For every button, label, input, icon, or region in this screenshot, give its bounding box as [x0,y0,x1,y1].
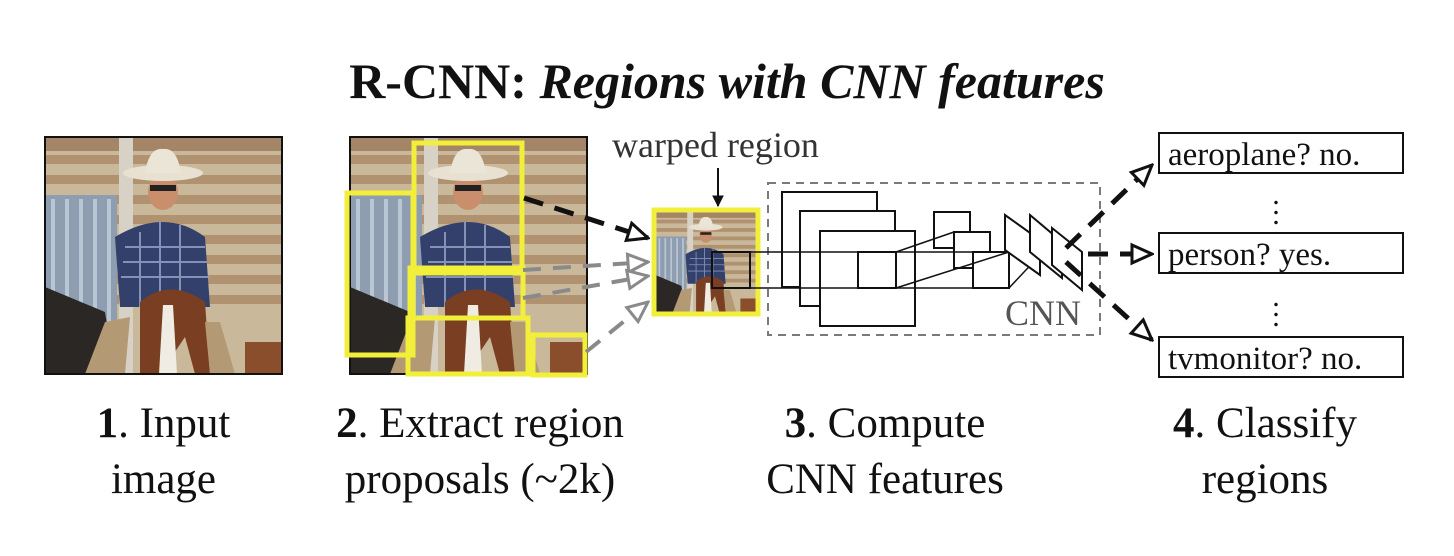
step-1-number: 1 [96,400,119,447]
warped-region [651,207,761,317]
ellipsis-dots-upper: ... [1272,178,1280,231]
title-italic: Regions with CNN features [539,53,1105,109]
warped-region-label: warped region [612,125,819,165]
proposal-boxes [344,140,588,378]
proposal-arrow-gray-2 [522,276,648,300]
step-3-line2: CNN features [766,456,1004,503]
proposal-arrow-gray-3 [584,302,648,354]
proposal-arrow-black [523,195,648,238]
proposals-image [349,136,588,375]
step-2-caption: 2. Extract region proposals (~2k) [300,396,660,508]
diagram-title: R-CNN: Regions with CNN features [0,52,1454,110]
step-4-number: 4 [1173,400,1195,447]
class-arrow-tvmonitor [1064,260,1152,340]
class-box-tvmonitor: tvmonitor? no. [1158,336,1404,378]
step-2-number: 2 [336,400,358,447]
step-1-line2: image [110,456,217,503]
step-2-line1: . Extract region [357,400,624,447]
step-3-caption: 3. Compute CNN features [735,396,1035,508]
step-1-caption: 1. Input image [45,396,282,508]
ellipsis-dots-lower: ... [1272,280,1280,333]
step-3-line1: . Compute [806,400,986,447]
input-image [44,136,283,375]
proposal-arrows [522,195,648,354]
step-2-line2: proposals (~2k) [344,456,616,503]
step-1-line1: . Input [118,400,231,447]
class-box-person: person? yes. [1158,232,1404,274]
step-4-line1: . Classify [1194,400,1357,447]
proposal-box-panel [344,190,416,358]
proposal-box-lower [405,315,531,377]
title-prefix: R-CNN: [349,53,540,109]
cnn-block [750,182,1101,336]
proposal-arrow-gray-1 [522,262,648,270]
step-3-number: 3 [784,400,807,447]
step-4-line2: regions [1201,456,1329,503]
class-box-aeroplane: aeroplane? no. [1158,132,1404,174]
class-arrow-aeroplane [1064,165,1152,250]
class-arrows [1064,165,1152,340]
proposal-box-corner [530,332,588,378]
step-4-caption: 4. Classify regions [1130,396,1400,508]
cnn-label: CNN [1005,293,1082,333]
